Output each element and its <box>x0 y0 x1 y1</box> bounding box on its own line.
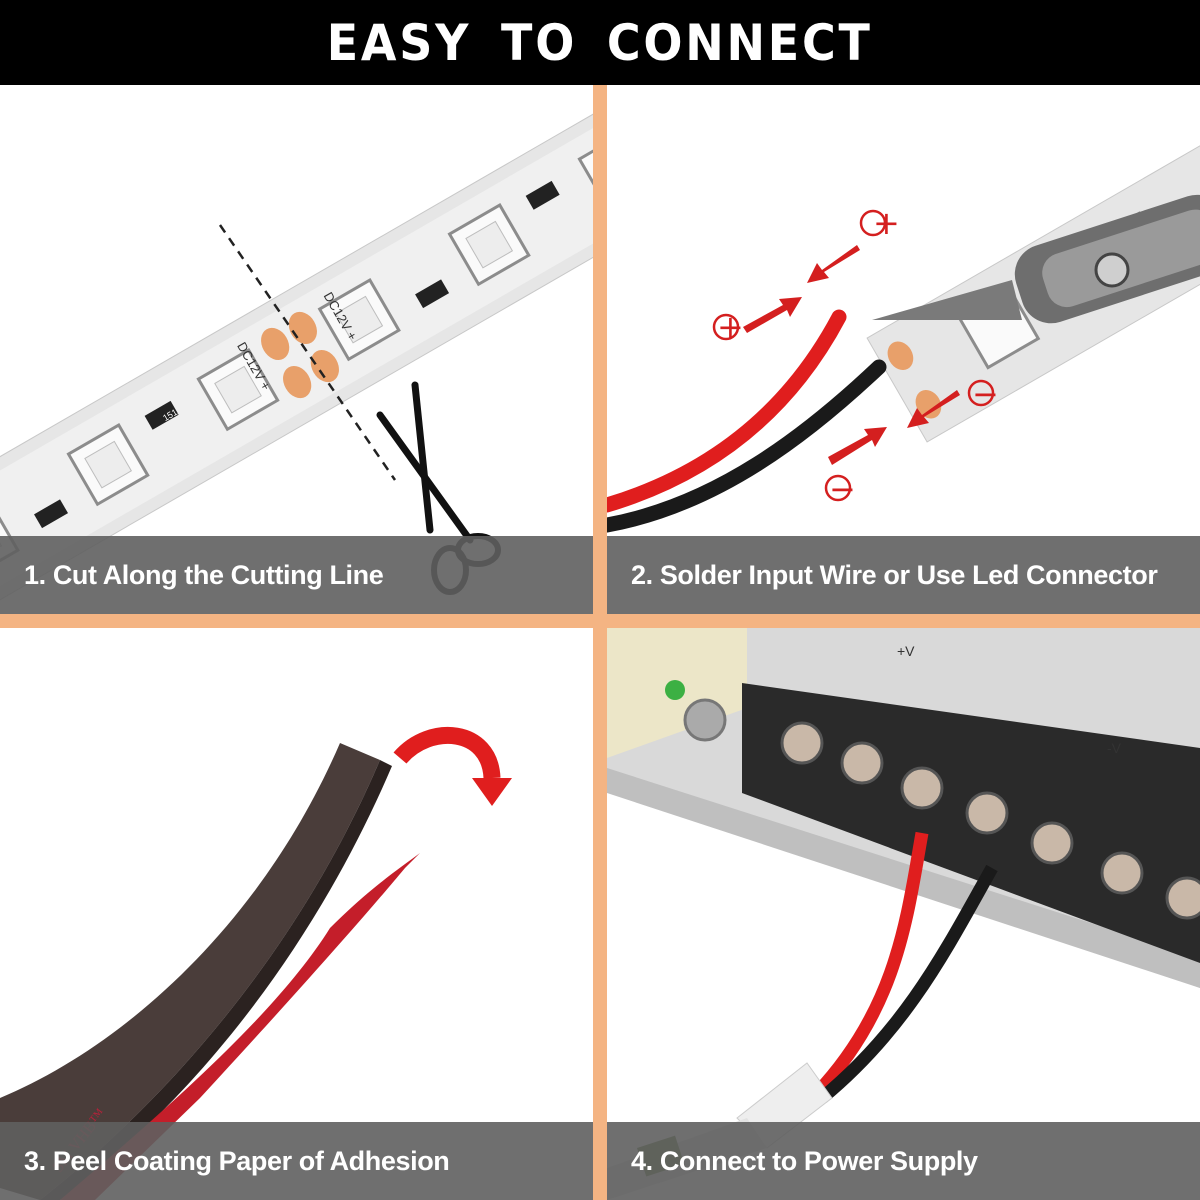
solder-illustration: + + − − <box>607 85 1200 533</box>
step-1-caption: 1. Cut Along the Cutting Line <box>0 536 593 614</box>
step-1-panel: 151 DC12V + DC12V + 1. Cut Along the Cut… <box>0 85 593 614</box>
cutting-line <box>218 224 397 481</box>
adhesive-peel-illustration: 3M VHB™ <box>0 727 512 1200</box>
step-3-panel: 3M VHB™ 3. Peel Coating Paper of Adhesio… <box>0 628 593 1200</box>
power-supply-illustration: +V -V <box>607 628 1200 1200</box>
black-wire <box>607 359 887 533</box>
terminal-minus-label: -V <box>1107 740 1122 756</box>
step-2-panel: + + − − 2. Solder Input Wire or Use Led … <box>607 85 1200 614</box>
green-led-indicator <box>665 680 685 700</box>
red-wire <box>812 831 929 1098</box>
header-banner: EASY TO CONNECT <box>0 0 1200 85</box>
step-4-caption: 4. Connect to Power Supply <box>607 1122 1200 1200</box>
led-strip-cut-illustration: 151 DC12V + DC12V + <box>0 85 593 614</box>
page-title: EASY TO CONNECT <box>327 13 873 72</box>
plus-sign-icon-2: + <box>717 308 744 346</box>
minus-pad <box>915 389 942 419</box>
plus-sign-icon: + <box>873 204 900 242</box>
led-chip-row <box>0 127 593 582</box>
direction-arrows <box>743 245 960 465</box>
plus-pad <box>887 341 914 371</box>
soldering-iron-icon <box>872 194 1200 324</box>
terminal-plus-label: +V <box>897 643 915 659</box>
adhesive-tape <box>0 743 380 1200</box>
copper-pads <box>261 311 339 399</box>
black-wire <box>817 864 998 1104</box>
curved-arrow-icon <box>393 727 512 806</box>
red-wire <box>607 309 847 513</box>
step-4-panel: +V -V 4. Connect to Power Supply <box>607 628 1200 1200</box>
red-liner <box>60 853 420 1200</box>
step-2-caption: 2. Solder Input Wire or Use Led Connecto… <box>607 536 1200 614</box>
step-3-caption: 3. Peel Coating Paper of Adhesion <box>0 1122 593 1200</box>
voltage-adjust-knob <box>683 698 727 742</box>
terminal-block <box>742 683 1200 963</box>
resistor-row <box>34 180 560 529</box>
